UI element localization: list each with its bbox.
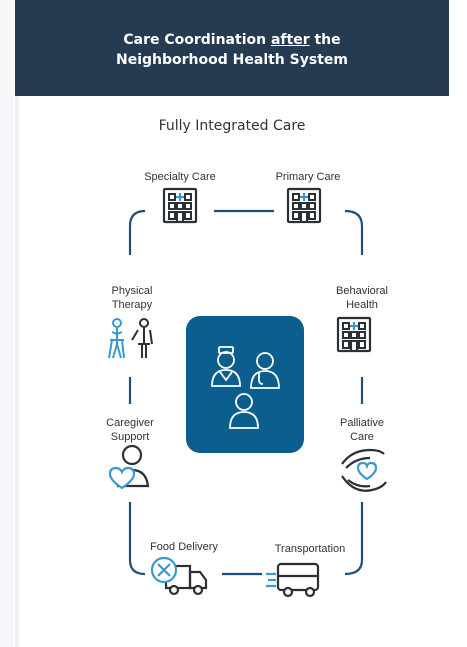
left-margin-strip (0, 0, 14, 647)
connector-specialty-pt (128, 209, 146, 255)
label-physical-therapy: Physical Therapy (92, 284, 172, 312)
hands-heart-icon (341, 448, 387, 492)
content-left-rule (15, 96, 19, 647)
header-title-line2: Neighborhood Health System (116, 52, 348, 68)
label-primary-care: Primary Care (258, 170, 358, 184)
header-title-emphasis: after (270, 32, 310, 48)
connector-caregiver-food (128, 502, 146, 576)
hospital-building-icon (162, 187, 198, 224)
label-specialty-care: Specialty Care (130, 170, 230, 184)
bus-icon (266, 562, 320, 598)
connector-lines (128, 209, 364, 576)
label-food-delivery: Food Delivery (134, 540, 234, 554)
label-palliative-care-line2: Care (350, 431, 374, 443)
diagram-subtitle: Fully Integrated Care (158, 118, 306, 134)
label-palliative-care: Palliative Care (322, 416, 402, 444)
walker-assist-icon (108, 318, 153, 359)
label-primary-care-text: Primary Care (275, 171, 341, 183)
hospital-building-icon (286, 187, 322, 224)
label-transportation: Transportation (262, 542, 358, 556)
label-behavioral-health-line1: Behavioral (336, 285, 388, 297)
label-behavioral-health-line2: Health (346, 299, 378, 311)
connector-primary-behavioral (344, 209, 364, 255)
connector-palliative-transport (344, 502, 364, 576)
label-transportation-text: Transportation (274, 543, 346, 555)
header-banner: Care Coordination after the Neighborhood… (15, 0, 449, 96)
label-caregiver-support-line2: Support (110, 431, 150, 443)
person-heart-icon (108, 444, 150, 490)
label-caregiver-support: Caregiver Support (90, 416, 170, 444)
label-behavioral-health: Behavioral Health (320, 284, 404, 312)
delivery-truck-icon (150, 556, 208, 596)
center-care-team-box (186, 316, 304, 453)
header-title-after: the (309, 32, 341, 48)
header-title-line1: Care Coordination after the (15, 30, 449, 50)
header-title-before: Care Coordination (123, 32, 271, 48)
label-caregiver-support-line1: Caregiver (106, 417, 154, 429)
care-team-icon (211, 346, 280, 429)
label-palliative-care-line1: Palliative (339, 417, 385, 429)
label-physical-therapy-line2: Therapy (111, 299, 153, 311)
label-food-delivery-text: Food Delivery (150, 541, 218, 553)
hospital-building-icon (336, 316, 372, 353)
label-specialty-care-text: Specialty Care (144, 171, 216, 183)
label-physical-therapy-line1: Physical (111, 285, 153, 297)
